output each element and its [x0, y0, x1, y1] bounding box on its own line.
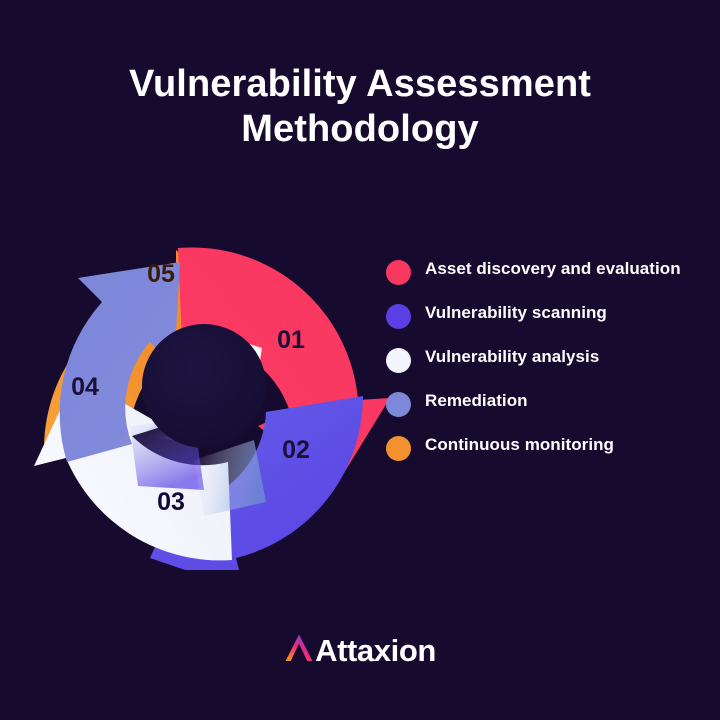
title-line-1: Vulnerability Assessment [128, 63, 592, 105]
attaxion-a-mark-icon [284, 632, 314, 668]
brand-logo: Attaxion [0, 632, 720, 668]
legend-dot-icon [386, 392, 411, 417]
legend-label: Vulnerability analysis [425, 347, 600, 366]
legend-item-remediation: Remediation [386, 390, 706, 417]
segment-number-04: 04 [71, 373, 99, 401]
legend-item-asset-discovery: Asset discovery and evaluation [386, 258, 706, 285]
segment-number-01: 01 [277, 326, 305, 354]
legend-item-vulnerability-analysis: Vulnerability analysis [386, 346, 706, 373]
segment-number-03: 03 [157, 488, 185, 516]
brand-name: Attaxion [315, 632, 436, 668]
cycle-diagram: 05 01 02 03 04 [18, 190, 390, 570]
segment-number-02: 02 [282, 436, 310, 464]
page-title: Vulnerability Assessment Methodology [0, 62, 720, 152]
legend-dot-icon [386, 436, 411, 461]
segment-number-05: 05 [147, 260, 175, 288]
legend-dot-icon [386, 348, 411, 373]
legend-dot-icon [386, 304, 411, 329]
legend: Asset discovery and evaluation Vulnerabi… [386, 258, 706, 461]
legend-item-continuous-monitoring: Continuous monitoring [386, 434, 706, 461]
title-line-2: Methodology [241, 107, 479, 150]
legend-item-vulnerability-scanning: Vulnerability scanning [386, 302, 706, 329]
cycle-center-hub [142, 324, 266, 448]
legend-label: Remediation [425, 391, 528, 410]
legend-dot-icon [386, 260, 411, 285]
legend-label: Vulnerability scanning [425, 303, 607, 322]
legend-label: Continuous monitoring [425, 435, 614, 454]
cycle-segment-04 [59, 262, 180, 462]
legend-label: Asset discovery and evaluation [425, 259, 681, 278]
